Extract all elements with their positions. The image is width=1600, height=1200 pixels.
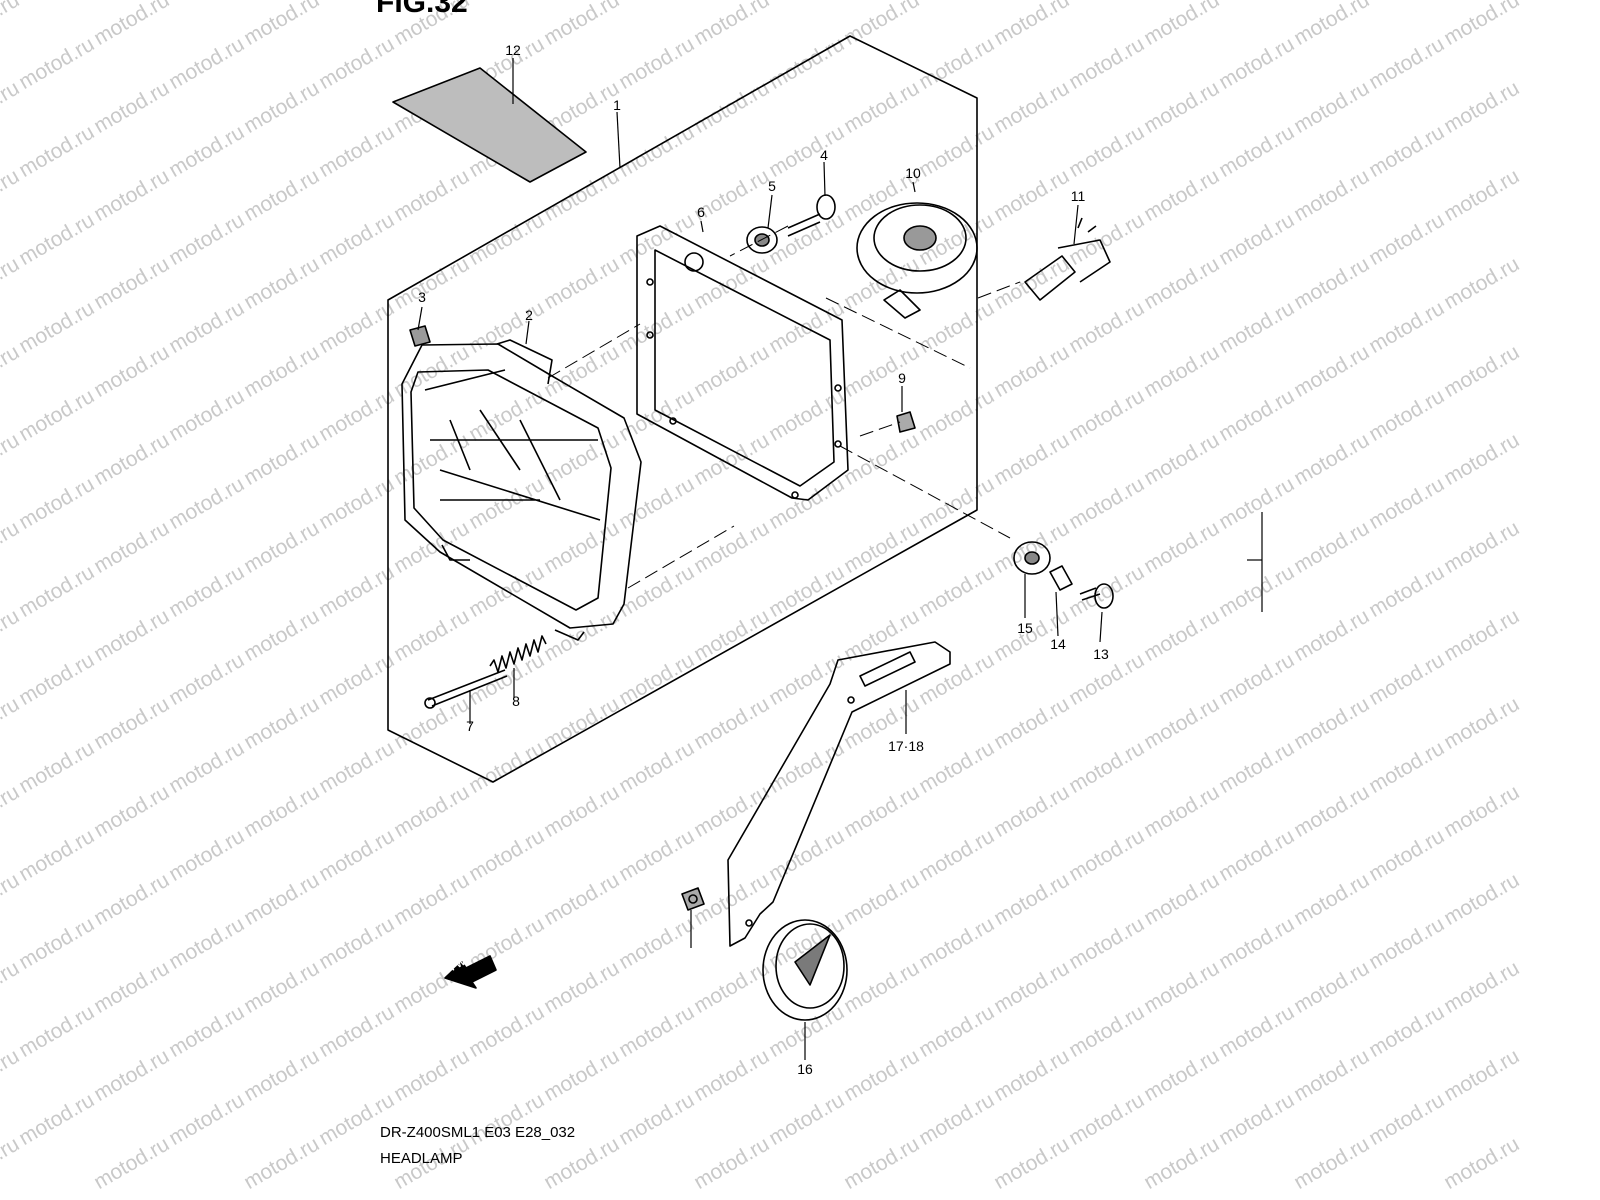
callout-2: 2	[525, 307, 533, 323]
assembly-lines	[547, 225, 1021, 589]
part-4-screw	[787, 194, 836, 237]
part-name: HEADLAMP	[380, 1150, 463, 1167]
part-13-bolt	[1079, 583, 1114, 609]
callout-3: 3	[418, 289, 426, 305]
part-3-clip-nut	[409, 325, 431, 347]
part-10-socket-cover	[856, 202, 978, 319]
part-9-nut	[896, 411, 916, 433]
fwd-arrow-shape	[444, 955, 497, 989]
part-14-collar	[1049, 565, 1073, 591]
part-15-grommet	[1013, 541, 1051, 575]
callout-12: 12	[505, 42, 521, 58]
callout-9: 9	[898, 370, 906, 386]
leader-lines	[417, 58, 1263, 1060]
callout-15: 15	[1017, 620, 1033, 636]
part-12-label-plate	[392, 67, 587, 183]
part-6-frame	[636, 225, 849, 501]
callout-6: 6	[697, 204, 705, 220]
part-16-reflector	[762, 919, 848, 1021]
callout-17-18: 17·18	[888, 738, 924, 754]
figure-title: FIG.32	[376, 0, 468, 19]
callout-1: 1	[613, 97, 621, 113]
callout-7: 7	[466, 718, 474, 734]
part-11-bulb	[1024, 217, 1111, 301]
part-19-nut	[681, 887, 705, 911]
callout-8: 8	[512, 693, 520, 709]
part-2-headlamp-unit	[401, 339, 642, 641]
assembly-boundary	[387, 35, 978, 783]
part-17-18-bracket	[727, 641, 951, 947]
callout-4: 4	[820, 147, 828, 163]
callout-13: 13	[1093, 646, 1109, 662]
callout-16: 16	[797, 1061, 813, 1077]
model-code: DR-Z400SML1 E03 E28_032	[380, 1124, 576, 1141]
callout-10: 10	[905, 165, 921, 181]
callout-14: 14	[1050, 636, 1066, 652]
part-7-adjusting-screw	[427, 669, 508, 707]
part-8-spring	[489, 635, 547, 673]
callout-5: 5	[768, 178, 776, 194]
callout-11: 11	[1070, 188, 1086, 204]
